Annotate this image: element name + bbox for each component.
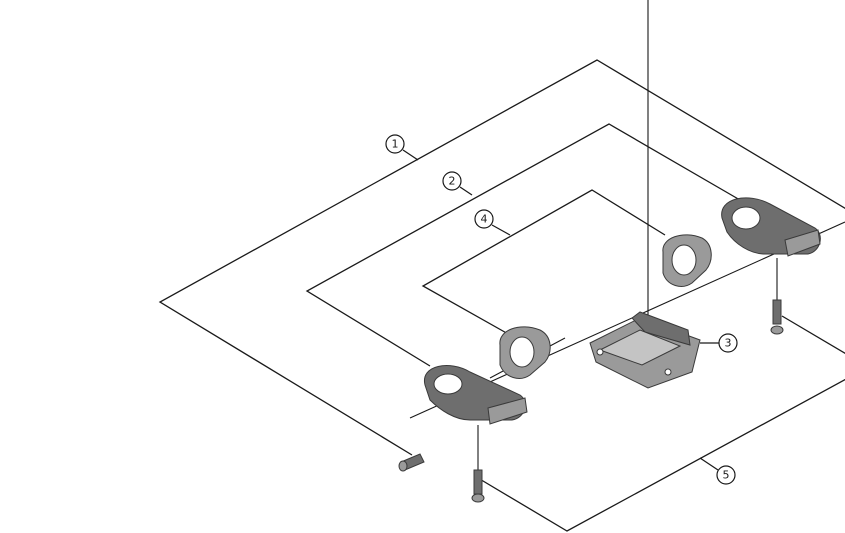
callout-2: 2 [442,171,462,191]
guide-outline-2 [305,123,741,367]
guide-outline-5 [477,378,845,532]
callout-4: 4 [474,209,494,229]
callout-2-leader [459,186,473,196]
callout-5: 5 [716,465,736,485]
right-shim-ring [662,234,712,287]
right-clamp-band [721,197,821,257]
callout-3: 3 [718,333,738,353]
callout-1-leader [402,149,419,161]
center-bracket [589,311,701,389]
left-shim-ring [499,326,551,379]
callout-1: 1 [385,134,405,154]
callout-4-label: 4 [481,213,488,226]
callout-5-label: 5 [723,469,730,482]
callout-3-label: 3 [725,337,732,350]
left-clamp-band [424,365,528,425]
screw-right-vertical [770,258,784,335]
screw-left-vertical [471,425,485,503]
callout-5-leader [699,457,719,471]
callout-2-label: 2 [449,175,456,188]
screw-left-horizontal [398,453,425,472]
guide-outline-4 [421,189,666,336]
guide-outline-5-right [781,315,845,354]
callout-1-label: 1 [392,138,399,151]
guide-outline-1 [158,59,845,456]
callout-4-leader [491,224,511,236]
